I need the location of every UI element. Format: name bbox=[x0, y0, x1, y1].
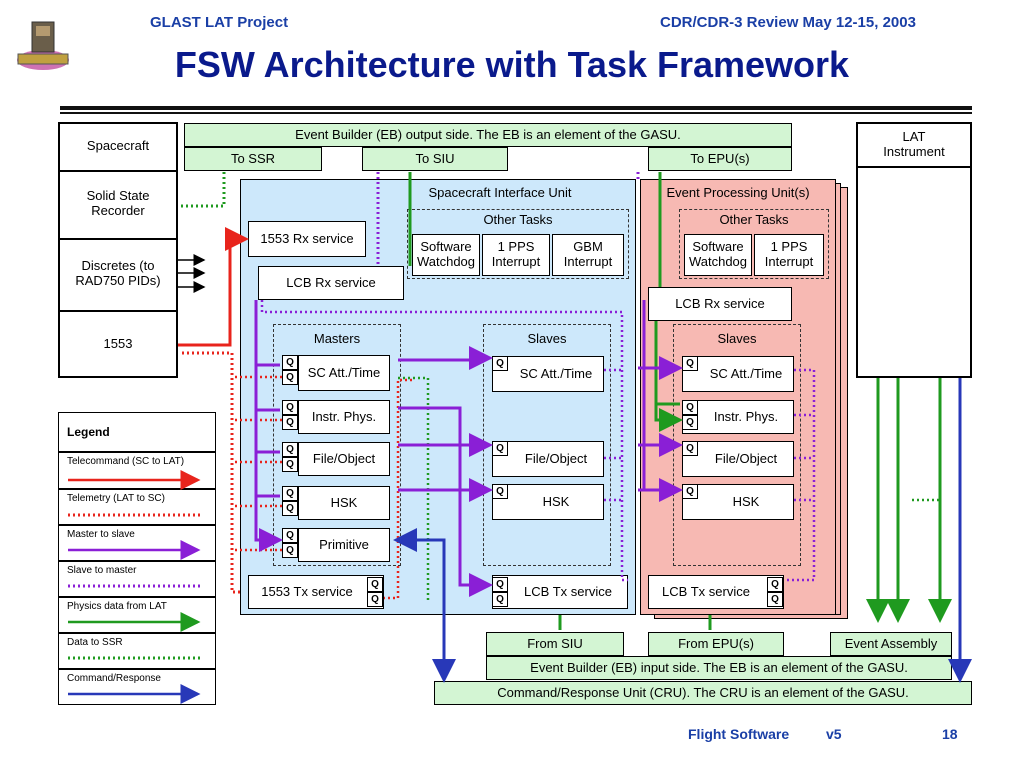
queue: Q bbox=[282, 400, 298, 415]
queue: Q bbox=[767, 592, 783, 607]
to-epu: To EPU(s) bbox=[648, 147, 792, 171]
queue: Q bbox=[492, 592, 508, 607]
cru: Command/Response Unit (CRU). The CRU is … bbox=[434, 681, 972, 705]
epu-lcb-rx-service: LCB Rx service bbox=[648, 287, 792, 321]
epu-1pps-interrupt: 1 PPS Interrupt bbox=[754, 234, 824, 276]
epu-title: Event Processing Unit(s) bbox=[666, 185, 810, 200]
review-name: CDR/CDR-3 Review May 12-15, 2003 bbox=[660, 14, 916, 31]
legend-label: Slave to master bbox=[67, 565, 137, 576]
legend-label: Physics data from LAT bbox=[67, 601, 167, 612]
queue: Q bbox=[282, 370, 298, 385]
queue: Q bbox=[492, 441, 508, 456]
siu-lcb-rx-service: LCB Rx service bbox=[258, 266, 404, 300]
spacecraft-title: Spacecraft bbox=[86, 137, 150, 153]
to-siu: To SIU bbox=[362, 147, 508, 171]
legend-samples bbox=[68, 470, 201, 704]
queue: Q bbox=[367, 577, 383, 592]
legend-title-text: Legend bbox=[67, 425, 110, 439]
siu-title: Spacecraft Interface Unit bbox=[428, 185, 572, 200]
epu-slave-task: HSK bbox=[682, 484, 794, 520]
epu-other-tasks-group bbox=[679, 209, 829, 279]
eb-input-side: Event Builder (EB) input side. The EB is… bbox=[486, 656, 952, 680]
legend-label: Telecommand (SC to LAT) bbox=[67, 456, 185, 467]
lat-column bbox=[856, 122, 972, 378]
siu-1pps-interrupt: 1 PPS Interrupt bbox=[482, 234, 550, 276]
queue: Q bbox=[367, 592, 383, 607]
legend-label: Telemetry (LAT to SC) bbox=[67, 493, 165, 504]
legend-label: Command/Response bbox=[67, 673, 161, 684]
legend-label: Master to slave bbox=[67, 529, 135, 540]
queue: Q bbox=[282, 415, 298, 430]
title-rule bbox=[60, 106, 972, 110]
lat-title: LAT Instrument bbox=[858, 124, 970, 168]
queue: Q bbox=[282, 442, 298, 457]
siu-slaves-title: Slaves bbox=[527, 331, 567, 346]
page-title: FSW Architecture with Task Framework bbox=[174, 44, 850, 85]
slave-task: SC Att./Time bbox=[492, 356, 604, 392]
logo bbox=[14, 14, 72, 86]
discretes: Discretes (to RAD750 PIDs) bbox=[60, 238, 176, 308]
footer-title: Flight Software bbox=[688, 726, 790, 742]
from-siu: From SIU bbox=[486, 632, 624, 656]
footer-page: 18 bbox=[942, 726, 958, 742]
master-task: Instr. Phys. bbox=[298, 400, 390, 434]
queue: Q bbox=[282, 486, 298, 501]
master-task: File/Object bbox=[298, 442, 390, 476]
queue: Q bbox=[282, 355, 298, 370]
legend-item: Telemetry (LAT to SC) bbox=[58, 489, 216, 525]
eb-output-side: Event Builder (EB) output side. The EB i… bbox=[184, 123, 792, 147]
epu-other-tasks-title: Other Tasks bbox=[719, 212, 789, 227]
siu-other-tasks-group bbox=[407, 209, 629, 279]
project-name: GLAST LAT Project bbox=[150, 14, 289, 31]
from-epu: From EPU(s) bbox=[648, 632, 784, 656]
masters-title: Masters bbox=[313, 331, 361, 346]
legend-item: Data to SSR bbox=[58, 633, 216, 669]
title-rule-thin bbox=[60, 112, 972, 114]
epu-software-watchdog: Software Watchdog bbox=[684, 234, 752, 276]
epu-slave-task: Instr. Phys. bbox=[682, 400, 794, 434]
queue: Q bbox=[767, 577, 783, 592]
epu-slaves-title: Slaves bbox=[717, 331, 757, 346]
to-ssr: To SSR bbox=[184, 147, 322, 171]
footer-version: v5 bbox=[826, 726, 842, 742]
legend-title: Legend bbox=[58, 412, 216, 452]
legend-item: Slave to master bbox=[58, 561, 216, 597]
queue: Q bbox=[282, 457, 298, 472]
epu-slave-task: File/Object bbox=[682, 441, 794, 477]
queue: Q bbox=[282, 501, 298, 516]
siu-gbm-interrupt: GBM Interrupt bbox=[552, 234, 624, 276]
siu-1553-tx-service: 1553 Tx service bbox=[248, 575, 384, 609]
spacecraft-column bbox=[58, 122, 178, 378]
slave-task: HSK bbox=[492, 484, 604, 520]
bus-1553: 1553 bbox=[60, 310, 176, 376]
epu-slave-task: SC Att./Time bbox=[682, 356, 794, 392]
siu-software-watchdog: Software Watchdog bbox=[412, 234, 480, 276]
queue: Q bbox=[682, 400, 698, 415]
master-task: Primitive bbox=[298, 528, 390, 562]
legend-label: Data to SSR bbox=[67, 637, 123, 648]
solid-state-recorder: Solid State Recorder bbox=[60, 170, 176, 236]
siu-1553-rx-service: 1553 Rx service bbox=[248, 221, 366, 257]
master-task: HSK bbox=[298, 486, 390, 520]
slave-task: File/Object bbox=[492, 441, 604, 477]
epu-lcb-tx-service: LCB Tx service bbox=[648, 575, 784, 609]
siu-lcb-tx-service: LCB Tx service bbox=[492, 575, 628, 609]
event-assembly: Event Assembly bbox=[830, 632, 952, 656]
master-task: SC Att./Time bbox=[298, 355, 390, 391]
siu-other-tasks-title: Other Tasks bbox=[483, 212, 553, 227]
